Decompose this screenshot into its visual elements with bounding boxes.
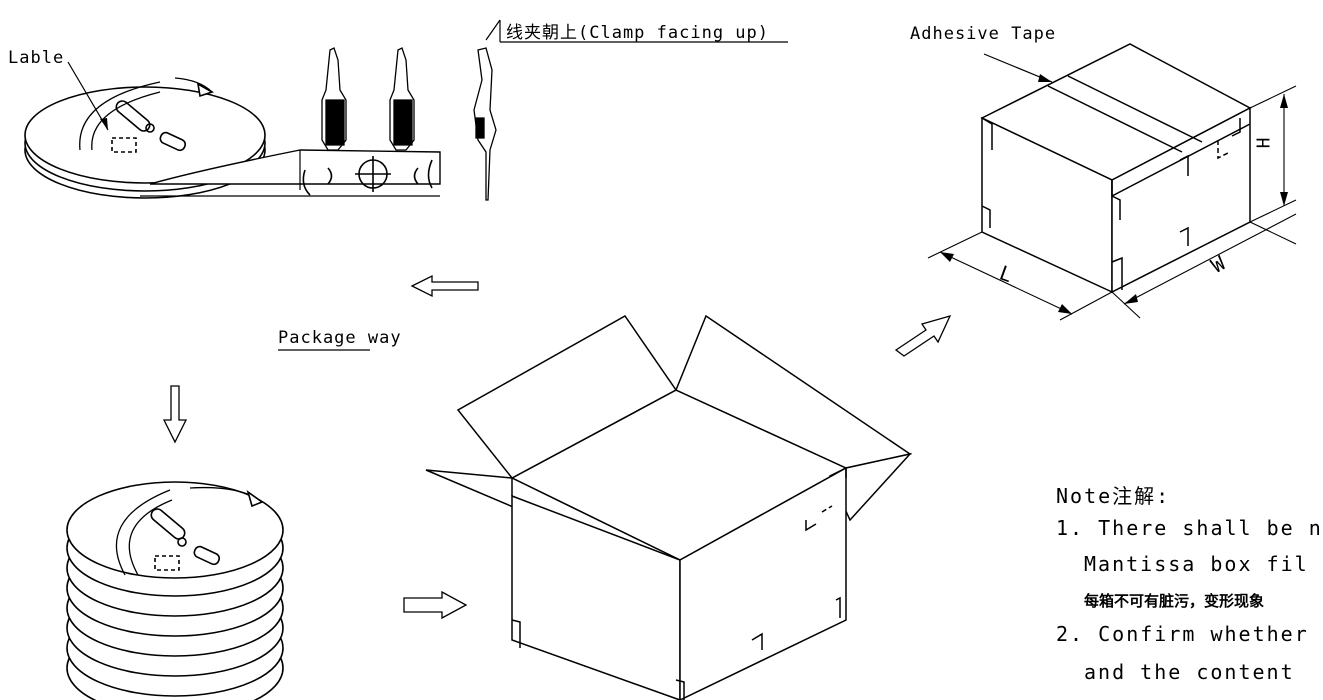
reel-with-tape (25, 62, 440, 198)
note-heading: Note注解: (1056, 484, 1171, 508)
clamp-facing-up-text: 线夹朝上(Clamp facing up) (506, 23, 769, 43)
label-callout-text: Lable (8, 48, 65, 68)
adhesive-tape-text: Adhesive Tape (910, 24, 1057, 44)
flow-arrows (164, 276, 950, 618)
packaging-drawing (0, 0, 1296, 700)
note-line-1: 1. There shall be n (1056, 516, 1323, 540)
terminal-clamps (322, 20, 788, 200)
note-line-3: 每箱不可有脏污，变形现象 (1084, 592, 1265, 610)
note-line-5: and the content (1084, 660, 1295, 684)
dimension-h-label: H (1253, 136, 1275, 149)
open-carton (426, 316, 910, 700)
note-line-4: 2. Confirm whether (1056, 622, 1309, 646)
note-line-2: Mantissa box fil (1084, 552, 1309, 576)
package-way-text: Package way (278, 328, 402, 348)
closed-carton (928, 44, 1296, 320)
reel-stack (67, 482, 283, 700)
